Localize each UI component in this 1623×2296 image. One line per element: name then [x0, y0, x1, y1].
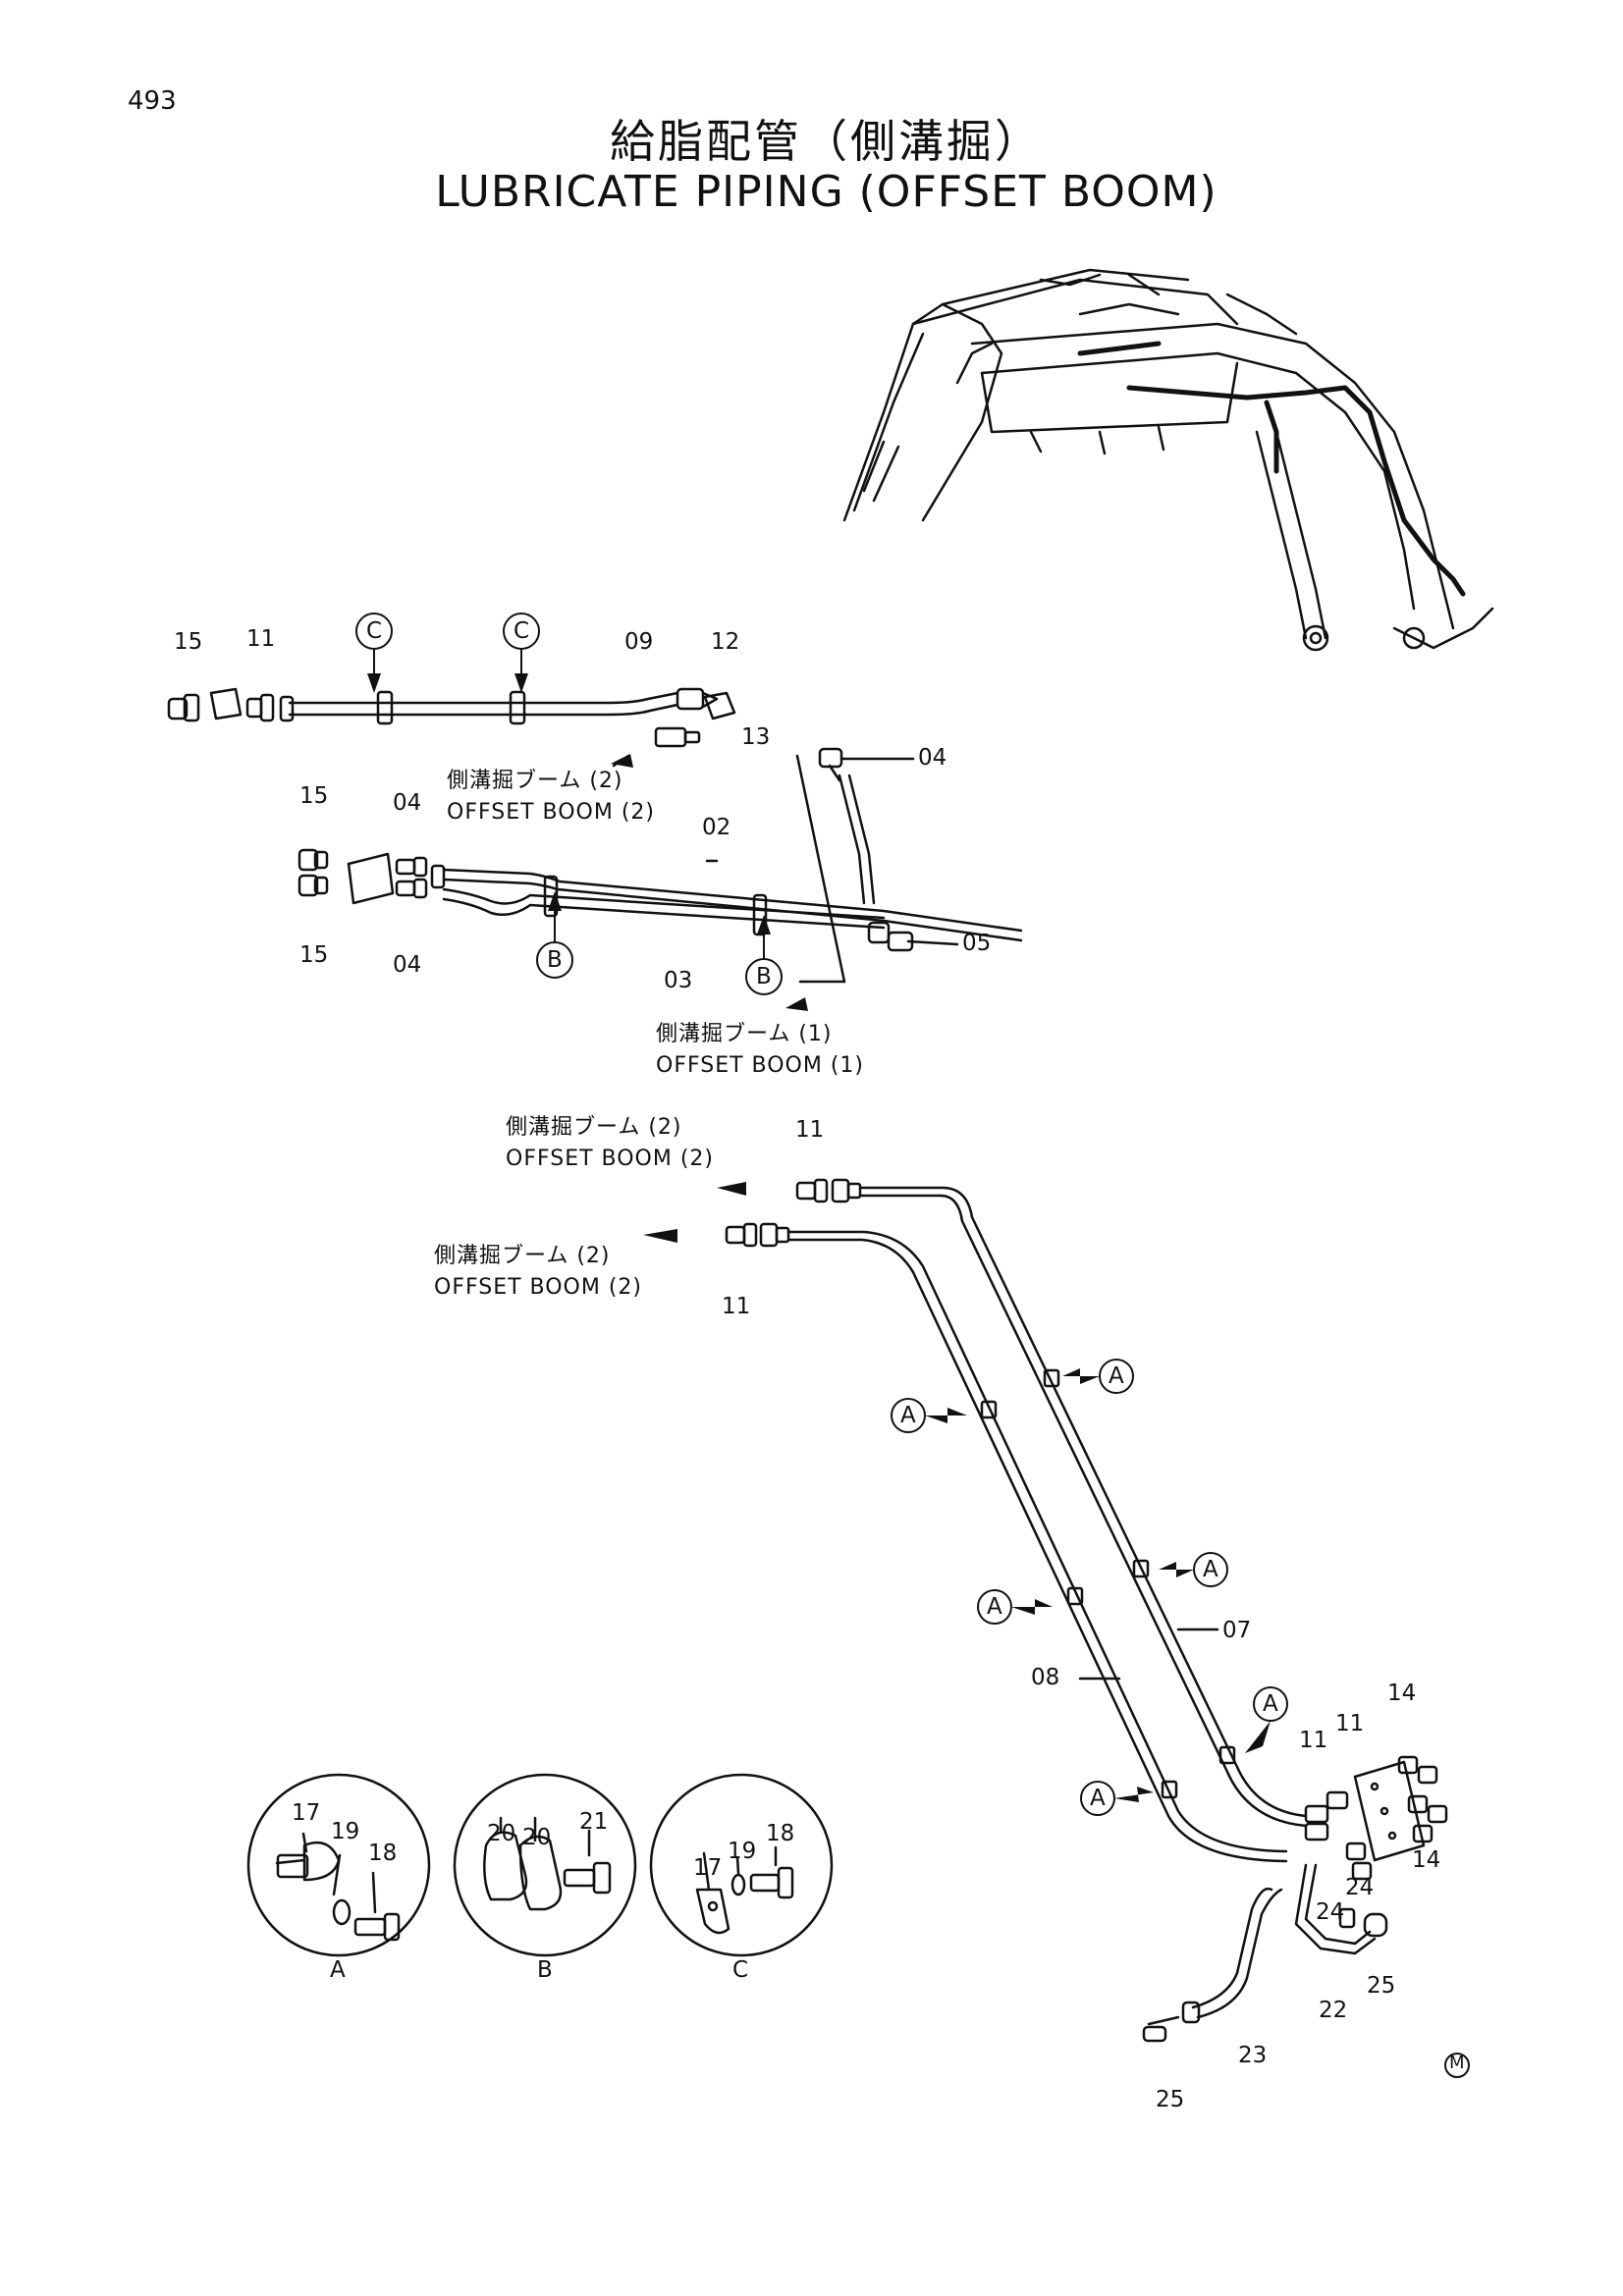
callout-a-6[interactable]: A	[1090, 1786, 1106, 1811]
part-number: 18	[766, 1821, 795, 1846]
part-number: 20	[522, 1825, 552, 1850]
part-number: 19	[331, 1819, 360, 1844]
part-number: 19	[728, 1839, 757, 1864]
part-number: 11	[246, 626, 276, 652]
part-number: 22	[1319, 1998, 1348, 2023]
callout-a-3[interactable]: A	[1203, 1557, 1218, 1582]
part-number: 11	[1335, 1711, 1365, 1736]
part-number: 18	[368, 1841, 398, 1866]
callout-circles	[355, 613, 1470, 2078]
part-number: 25	[1156, 2087, 1185, 2112]
note-jp: 側溝掘ブーム (1)	[656, 1022, 833, 1046]
detail-label-b: B	[537, 1957, 553, 1983]
detail-label-c: C	[732, 1957, 749, 1983]
part-number: 15	[174, 629, 203, 655]
note-en: OFFSET BOOM (2)	[506, 1146, 715, 1171]
part-number: 11	[1299, 1728, 1328, 1753]
part-number: 17	[693, 1855, 723, 1881]
callout-a-4[interactable]: A	[987, 1594, 1002, 1620]
title-japanese: 給脂配管（側溝掘）	[610, 115, 1043, 168]
part-number: 11	[722, 1294, 751, 1319]
part-number: 21	[579, 1809, 609, 1835]
part-number: 09	[624, 629, 654, 655]
pipe-09-assembly	[167, 687, 736, 768]
note-jp: 側溝掘ブーム (2)	[434, 1244, 611, 1268]
callout-b-1[interactable]: B	[547, 947, 563, 973]
note-offset-boom-2-low: 側溝掘ブーム (2) OFFSET BOOM (2)	[434, 1241, 642, 1304]
part-number: 17	[292, 1800, 321, 1826]
part-number: 02	[702, 815, 731, 840]
part-number: 25	[1367, 1973, 1396, 1999]
part-number: 12	[711, 629, 740, 655]
callout-c-2[interactable]: C	[514, 618, 530, 644]
part-number: 04	[393, 952, 422, 978]
machine-lube-lines	[1077, 341, 1466, 597]
callout-arrowheads[interactable]	[367, 673, 1271, 1802]
part-number: 15	[299, 783, 329, 809]
machine-sketch	[842, 268, 1494, 652]
part-number: 03	[664, 968, 693, 993]
note-offset-boom-2-mid: 側溝掘ブーム (2) OFFSET BOOM (2)	[506, 1112, 714, 1175]
detail-label-a: A	[330, 1957, 346, 1983]
pipe-07-08-assembly	[725, 1178, 1448, 2043]
part-number: 11	[795, 1117, 825, 1143]
callout-a-2[interactable]: A	[900, 1403, 916, 1428]
note-jp: 側溝掘ブーム (2)	[506, 1115, 682, 1140]
part-number: 05	[962, 931, 992, 956]
part-number: 23	[1238, 2043, 1268, 2068]
part-number: 04	[393, 790, 422, 816]
part-number: 24	[1316, 1899, 1345, 1925]
pipe-02-03-assembly	[298, 747, 1023, 984]
part-number: 08	[1031, 1665, 1060, 1690]
part-number: 20	[487, 1821, 516, 1846]
callout-a-1[interactable]: A	[1109, 1363, 1124, 1389]
note-en: OFFSET BOOM (2)	[447, 799, 656, 825]
part-number: 14	[1387, 1681, 1417, 1706]
callout-a-5[interactable]: A	[1263, 1691, 1278, 1717]
manufacturer-mark: M	[1449, 2053, 1465, 2073]
detail-circles	[246, 1773, 834, 1957]
part-number: 13	[741, 724, 771, 750]
part-number: 07	[1222, 1618, 1252, 1643]
note-jp: 側溝掘ブーム (2)	[447, 769, 623, 793]
page-number: 493	[128, 86, 177, 116]
part-number: 04	[918, 745, 947, 771]
title-english: LUBRICATE PIPING (OFFSET BOOM)	[435, 167, 1217, 217]
part-number: 24	[1345, 1875, 1375, 1900]
part-number: 14	[1412, 1847, 1441, 1873]
part-number: 15	[299, 942, 329, 968]
callout-c-1[interactable]: C	[366, 618, 383, 644]
callout-b-2[interactable]: B	[756, 964, 772, 989]
note-offset-boom-2-top: 側溝掘ブーム (2) OFFSET BOOM (2)	[447, 766, 655, 828]
note-en: OFFSET BOOM (1)	[656, 1052, 865, 1078]
note-en: OFFSET BOOM (2)	[434, 1274, 643, 1300]
note-offset-boom-1: 側溝掘ブーム (1) OFFSET BOOM (1)	[656, 1019, 864, 1082]
